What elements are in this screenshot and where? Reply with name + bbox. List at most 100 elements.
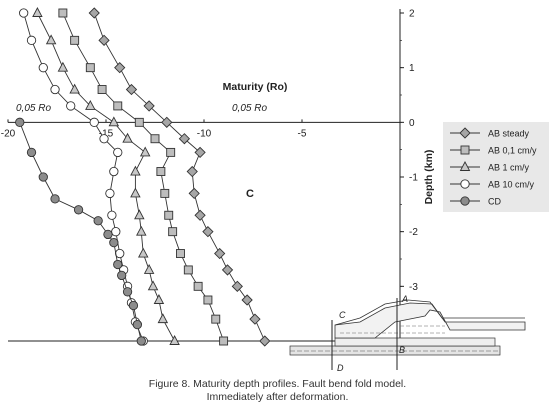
data-point [15,117,25,127]
legend-marker [459,127,471,139]
y-tick-label: -2 [409,227,418,238]
data-point [150,134,160,144]
y-tick-label: 0 [409,118,415,129]
series-line [62,12,225,342]
data-point [157,313,169,324]
data-point [26,35,37,45]
fault-bend-fold-inset: A C D B [289,294,526,373]
data-point [50,84,60,95]
data-point [26,147,37,158]
data-point [113,101,123,111]
data-point [38,63,48,73]
inset-upper-layer [334,299,525,326]
data-point [93,216,103,226]
legend-label: AB steady [488,129,530,139]
series-4 [15,117,146,346]
data-point [241,294,253,306]
data-point [88,7,100,19]
data-point [38,172,48,182]
x-tick-label: -15 [99,128,114,139]
data-point [85,63,95,73]
series-1 [58,8,229,346]
data-point [178,133,191,145]
data-point [73,205,84,215]
legend-marker [459,161,471,171]
data-point [122,287,133,297]
data-point [58,8,68,18]
data-point [214,247,226,260]
x-tick-label: -5 [298,128,307,139]
data-point [194,146,206,159]
data-point [134,117,144,127]
caption-line-2: Immediately after deformation. [206,391,349,403]
data-point [105,188,115,199]
data-point [111,227,121,237]
inset-label-c: C [339,310,346,320]
data-point [137,247,149,258]
data-point [113,147,123,158]
data-point [176,249,185,258]
data-point [147,280,159,291]
data-point [66,101,76,111]
data-point [97,85,107,94]
legend-label: AB 10 cm/y [488,180,535,190]
legend-label: AB 0,1 cm/y [488,146,537,156]
data-point [32,7,43,17]
data-point [160,188,170,198]
data-point [219,336,229,346]
data-point [211,314,221,324]
data-point [156,167,166,176]
region-label-c: C [246,188,254,200]
series-2 [32,7,180,345]
legend-marker [460,179,470,189]
figure-caption: Figure 8. Maturity depth profiles. Fault… [0,378,555,404]
inset-label-d: D [337,363,344,373]
data-point [168,227,178,237]
data-point [139,146,151,157]
data-point [122,132,133,143]
series-line [19,122,142,342]
data-point [203,295,213,305]
inset-label-a: A [401,294,408,304]
data-point [202,226,214,238]
data-point [128,300,139,311]
series-0 [88,7,271,347]
data-point [153,294,165,304]
data-point [69,83,80,94]
data-point [249,313,261,325]
y-axis-title: Depth (km) [423,150,435,205]
data-point [169,335,180,345]
data-point [136,225,147,236]
y-tick-label: 2 [409,9,415,20]
data-point [70,35,80,45]
data-point [125,83,138,96]
series-line [36,12,175,342]
y-tick-label: 1 [409,63,415,74]
data-point [98,34,110,46]
data-point [136,336,146,346]
legend-label: CD [488,197,501,207]
data-point [50,194,60,204]
x-tick-label: -10 [197,128,212,139]
data-point [113,259,123,270]
inset-label-b: B [399,345,405,355]
data-point [221,264,234,276]
data-point [132,319,143,330]
inset-bottom-layer [289,345,501,356]
data-point [114,62,126,74]
data-point [193,281,203,291]
data-point [183,265,193,275]
data-point [186,165,198,178]
ro-annotation-right: 0,05 Ro [232,103,267,114]
data-point [109,166,119,177]
data-point [99,134,109,144]
data-point [194,209,206,221]
data-point [143,263,155,274]
data-point [89,117,99,127]
data-point [188,187,200,200]
data-point [19,8,29,18]
data-point [109,237,119,248]
data-point [117,270,127,281]
data-point [143,100,155,112]
